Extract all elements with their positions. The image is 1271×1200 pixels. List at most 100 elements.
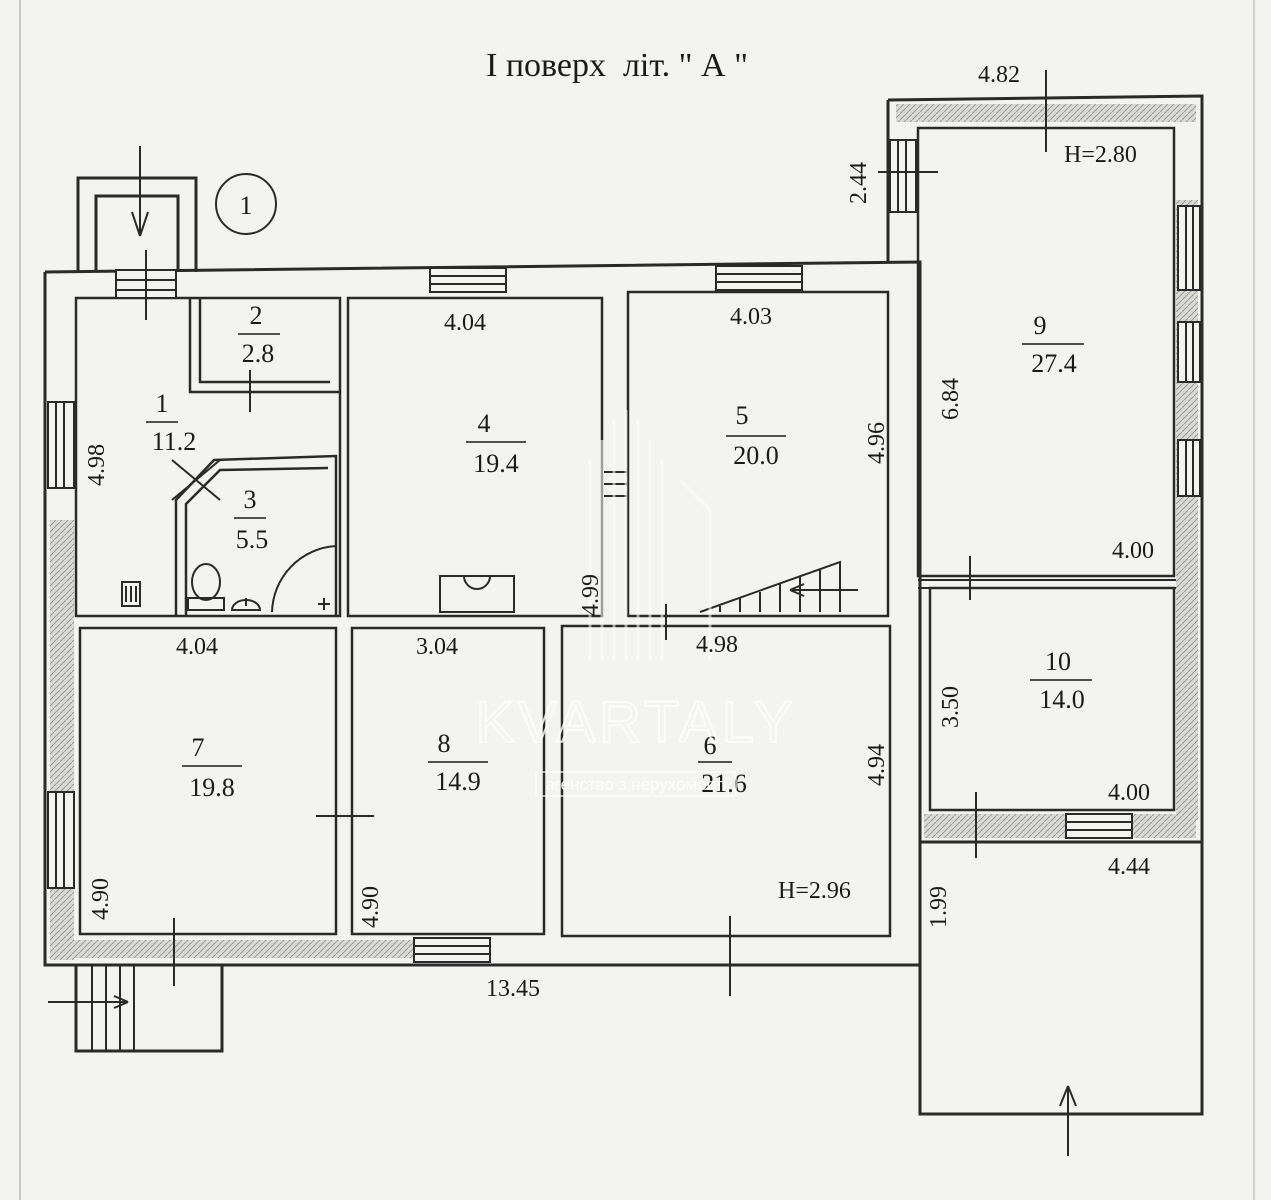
window-top-room4 [429,267,507,293]
room-2-outline [188,298,340,394]
sheet-circle-marker [215,173,277,235]
room-2-label: 2 2.8 [238,301,280,368]
vent-cross [171,459,221,501]
room-1-outline [74,296,342,618]
sink-icon [439,575,515,613]
room-5-label: 5 20.0 [726,401,786,470]
room-area: 19.8 [189,773,235,802]
room-6-label: 6 21.6 [698,731,747,798]
room-6-outline [560,624,892,938]
hatch-annex-bottom [924,814,1196,838]
entry-arrow-top [131,146,149,237]
room-9-label: 9 27.4 [1022,311,1084,378]
window-left-room1 [47,401,75,489]
room-area: 2.8 [242,339,275,368]
room-8-outline [350,626,546,936]
dim-label: 1.99 [926,886,952,928]
dim-label: 2.44 [846,162,872,204]
room-3-label: 3 5.5 [234,485,268,554]
room-labels: 1 11.2 2 2.8 3 5.5 4 19.4 5 20.0 6 21.6 [146,301,1092,802]
entry-stairs [74,963,224,1053]
room-5-outline [626,290,890,618]
wall-markers [604,471,628,497]
dim-label: 13.45 [486,976,540,1002]
room-10-label: 10 14.0 [1030,647,1092,714]
boiler-icon [121,581,141,607]
window-annex-left [889,139,917,213]
toilet-icon [187,563,225,611]
porch-outline [918,840,1204,1116]
room-3-outline [174,454,338,616]
room-number: 1 [156,389,169,418]
room-7-outline [78,626,338,936]
room-number: 2 [250,301,263,330]
room-number: 7 [192,733,205,762]
hatch-left-wall [50,520,74,960]
room-number: 5 [736,401,749,430]
dim-label: 4.98 [696,632,738,658]
window-annex-right-3 [1177,439,1201,497]
room-area: 11.2 [152,427,197,456]
room-number: 6 [704,731,717,760]
room-number: 4 [478,409,491,438]
sheet-circle-label: 1 [240,191,253,220]
dim-label: 4.98 [84,444,110,486]
dimension-labels: 4.82 2.44 H=2.80 4.04 4.03 4.98 4.96 6.8… [84,62,1154,1002]
vestibule-outline [76,176,198,272]
room-area: 5.5 [236,525,269,554]
dim-label: 6.84 [938,378,964,420]
room-2-inner [198,298,330,384]
entry-stairs-treads [48,965,135,1051]
room-area: 19.4 [473,449,519,478]
window-top-room5 [715,265,803,291]
room-area: 21.6 [701,769,747,798]
watermark-text: KVARTALY агенство з нерухомості [474,689,796,797]
room-area: 27.4 [1031,349,1077,378]
watermark-tagline-box [535,771,737,797]
room-area: 20.0 [733,441,779,470]
room-area: 14.0 [1039,685,1085,714]
dim-label: 4.96 [864,422,890,464]
interior-stairs [699,560,858,613]
vestibule-inner [94,194,180,272]
dim-label: 4.90 [88,878,114,920]
dim-label: H=2.80 [1064,142,1137,168]
hatch-bottom-wall [56,940,416,958]
dim-label: H=2.96 [778,878,851,904]
room-number: 10 [1045,647,1071,676]
dim-label: 4.00 [1112,538,1154,564]
stove-icon [230,598,262,611]
room-1-label: 1 11.2 [146,389,196,456]
dim-label: 4.99 [578,574,604,616]
room-number: 9 [1034,311,1047,340]
dim-label: 3.04 [416,634,458,660]
window-bottom-room8 [413,937,491,963]
watermark-tagline: агенство з нерухомості [545,775,727,794]
dim-label: 4.44 [1108,854,1150,880]
dim-label: 4.90 [358,886,384,928]
window-annex-bottom [1065,813,1133,839]
room-7-label: 7 19.8 [182,733,242,802]
entry-arrow-porch [1059,1085,1077,1156]
watermark-brand: KVARTALY [475,690,796,755]
room-4-label: 4 19.4 [466,409,526,478]
dim-label: 4.04 [444,310,486,336]
room-8-label: 8 14.9 [428,729,488,796]
watermark [588,410,712,660]
window-left-room7 [47,791,75,889]
star-mark-icon [318,598,330,610]
window-annex-right-2 [1177,321,1201,383]
room-number: 8 [438,729,451,758]
dim-label: 4.94 [864,744,890,786]
plan-title: I поверх літ. " А " [486,47,748,84]
hatch-annex-right [1176,200,1198,820]
window-annex-right-1 [1177,205,1201,291]
door-swing-arc [271,545,337,613]
room-number: 3 [244,485,257,514]
dim-label: 4.04 [176,634,218,660]
dim-label: 4.82 [978,62,1020,88]
dim-label: 4.03 [730,304,772,330]
room-area: 14.9 [435,767,481,796]
dim-label: 4.00 [1108,780,1150,806]
